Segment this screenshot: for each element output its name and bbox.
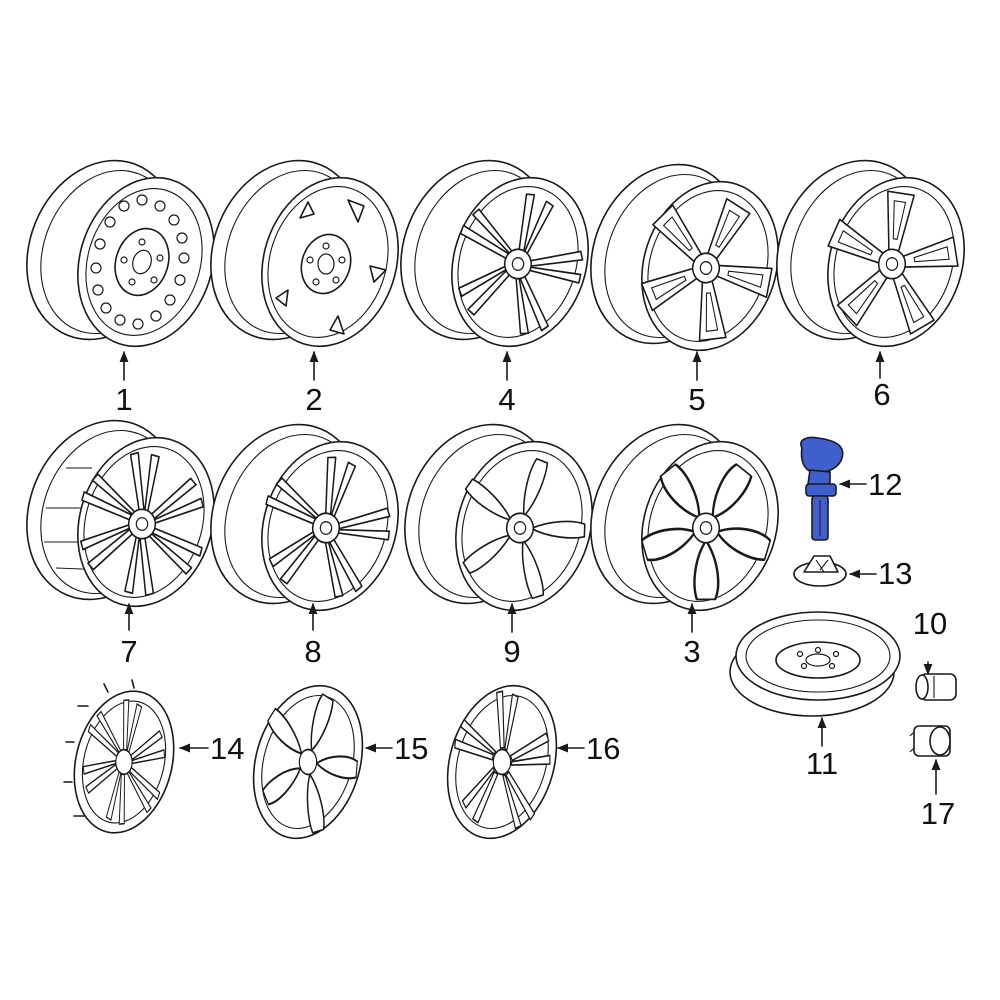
callout-labels: 1 2 4 5 6 7 8 9 3 12 13 10 11 14 15 16 1… xyxy=(115,377,955,831)
callout-1: 1 xyxy=(115,382,132,417)
wheel-4-alloy xyxy=(373,136,589,364)
lug-cap-17 xyxy=(909,725,951,757)
wheel-5-alloy xyxy=(563,140,779,368)
callout-4: 4 xyxy=(498,382,515,417)
tpms-sensor-12 xyxy=(800,436,844,541)
callout-13: 13 xyxy=(878,556,912,591)
callout-3: 3 xyxy=(683,634,700,669)
wheel-3-alloy xyxy=(563,400,779,628)
wheel-7-alloy xyxy=(0,396,215,624)
callout-2: 2 xyxy=(305,382,322,417)
wheel-6-alloy xyxy=(749,136,965,364)
spare-wheel-11 xyxy=(729,611,901,717)
callout-14: 14 xyxy=(210,731,244,766)
leader-lines xyxy=(119,350,941,795)
valve-base-13 xyxy=(793,555,847,587)
callout-16: 16 xyxy=(586,731,620,766)
wheel-1-steel xyxy=(0,136,215,364)
callout-9: 9 xyxy=(503,634,520,669)
callout-15: 15 xyxy=(394,731,428,766)
callout-5: 5 xyxy=(688,382,705,417)
callout-8: 8 xyxy=(304,634,321,669)
callout-6: 6 xyxy=(873,377,890,412)
wheel-cover-15 xyxy=(252,684,364,840)
wheel-8-alloy xyxy=(183,400,399,628)
wheel-9-alloy xyxy=(377,400,593,628)
callout-11: 11 xyxy=(806,746,838,781)
wheel-cover-14 xyxy=(63,679,175,834)
callout-12: 12 xyxy=(868,467,902,502)
callout-7: 7 xyxy=(120,634,137,669)
wheel-2-steel-slotted xyxy=(183,136,399,364)
wheel-cover-16 xyxy=(446,684,558,840)
callout-17: 17 xyxy=(921,796,955,831)
callout-10: 10 xyxy=(913,606,947,641)
lug-nut-10 xyxy=(915,673,957,701)
